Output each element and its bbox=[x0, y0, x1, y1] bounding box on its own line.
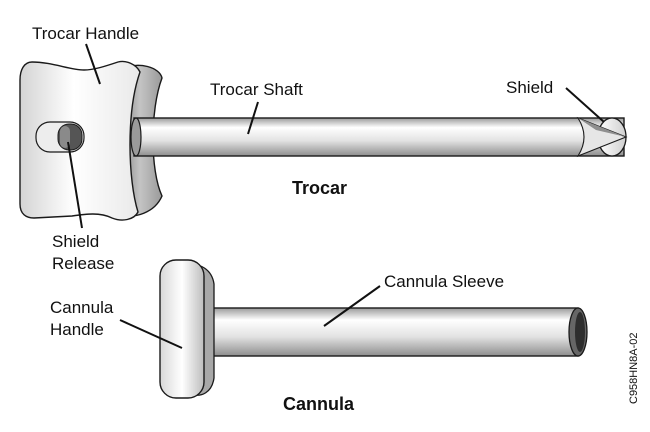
trocar-blade-facet bbox=[578, 118, 626, 137]
trocar-shaft bbox=[133, 117, 625, 157]
label-shield-release-line1: Shield bbox=[52, 232, 100, 251]
leader-lines bbox=[67, 43, 605, 349]
cannula-handle bbox=[159, 259, 205, 399]
trocar-instrument bbox=[19, 60, 628, 221]
label-shield: Shield bbox=[506, 78, 554, 97]
leader-trocar-handle bbox=[85, 43, 101, 85]
leader-cannula-sleeve bbox=[323, 285, 381, 327]
figure-code: C958HN8A-02 bbox=[628, 332, 640, 404]
leader-trocar-shaft bbox=[247, 101, 259, 135]
label-cannula-sleeve: Cannula Sleeve bbox=[384, 272, 505, 291]
leader-cannula-handle bbox=[119, 319, 183, 349]
cannula-instrument bbox=[159, 259, 588, 399]
leader-shield bbox=[565, 87, 605, 123]
caption-cannula: Cannula bbox=[283, 394, 355, 414]
label-cannula-handle-line2: Handle bbox=[50, 320, 104, 339]
cannula-sleeve-bore bbox=[575, 312, 585, 352]
trocar-shaft-base bbox=[130, 117, 142, 157]
trocar-blade-tip bbox=[576, 116, 628, 158]
label-cannula-handle-line1: Cannula bbox=[50, 298, 114, 317]
leader-shield-release bbox=[67, 141, 83, 229]
cannula-sleeve bbox=[203, 307, 579, 357]
label-shield-release-line2: Release bbox=[52, 254, 115, 273]
label-trocar-shaft: Trocar Shaft bbox=[210, 80, 303, 99]
caption-trocar: Trocar bbox=[292, 178, 348, 198]
label-trocar-handle: Trocar Handle bbox=[32, 24, 140, 43]
